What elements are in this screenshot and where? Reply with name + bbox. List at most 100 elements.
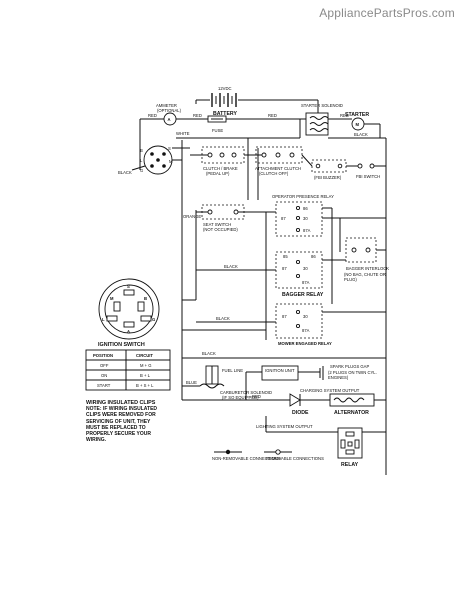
relay-pinout: RELAY	[337, 427, 363, 468]
wire-label-black-3: BLACK	[216, 316, 230, 321]
wire-label-red-1: RED	[148, 113, 157, 118]
wire-label-white-1: WHITE	[176, 131, 190, 136]
legend: NON-REMOVABLE CONNECTIONS REMOVABLE CONN…	[212, 449, 324, 461]
bagger-interlock-label: BAGGER INTERLOCK	[346, 266, 389, 271]
carburetor-solenoid-sublabel: (IF SO EQUIPPED)	[222, 395, 259, 400]
ignition-switch-top: B L G S M BLACK	[118, 145, 190, 175]
left-lower-wires	[181, 330, 247, 401]
seat-switch-sublabel: (NOT OCCUPIED)	[203, 227, 238, 232]
ammeter: AMMETER (OPTIONAL) A	[156, 103, 182, 126]
svg-text:M: M	[110, 296, 114, 301]
wire-label-black-2: BLACK	[224, 264, 238, 269]
svg-text:A: A	[168, 117, 171, 122]
clutch-brake-sublabel: (PEDAL UP)	[206, 171, 230, 176]
ignition-switch-detail: S M B L G A	[98, 278, 160, 340]
battery: 12VDC BATTERY	[196, 86, 252, 117]
operator-presence-label: OPERATOR PRESENCE RELAY	[272, 194, 334, 199]
wire-label-orange: ORANGE	[183, 214, 201, 219]
svg-text:30: 30	[303, 216, 308, 221]
svg-text:87: 87	[281, 216, 286, 221]
charging-section: CHARGING SYSTEM OUTPUT DIODE ALTERNATOR …	[246, 388, 386, 416]
lighting-system-label: LIGHTING SYSTEM OUTPUT	[256, 424, 313, 429]
svg-text:M + G: M + G	[140, 363, 152, 368]
bagger-interlock-sublabel: (NO BAG, CHUTE OR PLUG)	[344, 272, 386, 282]
black-bus-middle: BLACK	[182, 351, 386, 359]
wire-label-red-2: RED	[193, 113, 202, 118]
svg-text:87A: 87A	[303, 228, 311, 233]
wiring-note-title: WIRING INSULATED CLIPS	[86, 400, 156, 406]
svg-text:L: L	[102, 317, 105, 322]
attachment-clutch-switch: ATTACHMENT CLUTCH (CLUTCH OFF)	[244, 146, 303, 176]
clutch-brake-switch: CLUTCH / BRAKE (PEDAL UP)	[190, 146, 245, 176]
svg-text:85: 85	[283, 254, 288, 259]
svg-text:L: L	[140, 158, 143, 163]
lighting-output: LIGHTING SYSTEM OUTPUT	[256, 416, 386, 433]
svg-text:A: A	[127, 329, 130, 334]
relay-label: RELAY	[341, 462, 359, 468]
wire-label-blue: BLUE	[186, 380, 197, 385]
svg-text:87: 87	[282, 266, 287, 271]
svg-text:87: 87	[282, 314, 287, 319]
svg-text:B: B	[140, 148, 143, 153]
wire-label-red-3: RED	[268, 113, 277, 118]
svg-text:G: G	[140, 168, 143, 173]
operator-presence-relay: OPERATOR PRESENCE RELAY 86 30 87 87A	[262, 194, 386, 237]
ignition-unit: IGNITION UNIT	[246, 365, 320, 381]
svg-text:30: 30	[303, 266, 308, 271]
svg-text:B + L: B + L	[140, 373, 151, 378]
fuel-line-label: FUEL LINE	[222, 368, 243, 373]
fuse-label: FUSE	[212, 128, 223, 133]
fbi-switch-label: FBI SWITCH	[356, 174, 380, 179]
bagger-relay: 86 87 30 87A 85 BAGGER RELAY BLACK	[196, 251, 346, 298]
svg-text:POSITION: POSITION	[93, 353, 113, 358]
clutch-brake-label: CLUTCH / BRAKE	[203, 166, 238, 171]
main-buses	[139, 119, 387, 475]
bagger-relay-label: BAGGER RELAY	[282, 292, 324, 298]
relay-interconnects	[182, 208, 341, 340]
top-wires: RED RED RED RED BLACK WHITE	[140, 99, 386, 139]
svg-text:B: B	[144, 296, 147, 301]
svg-text:30: 30	[303, 314, 308, 319]
attachment-clutch-sublabel: (CLUTCH OFF)	[259, 171, 289, 176]
svg-text:S: S	[127, 284, 130, 289]
svg-text:OFF: OFF	[100, 363, 109, 368]
starter-solenoid: STARTER SOLENOID	[301, 103, 343, 136]
wire-label-black-ign: BLACK	[118, 170, 132, 175]
starter: STARTER M	[345, 112, 369, 131]
spark-plugs: SPARK PLUGS GAP (2 PLUGS ON TWIN CYL. EN…	[319, 364, 377, 380]
svg-text:86: 86	[303, 206, 308, 211]
fbi-buzzer: (FBI BUZZER)	[301, 154, 347, 180]
svg-text:87A: 87A	[302, 328, 310, 333]
seat-switch-label: SEAT SWITCH	[203, 222, 231, 227]
legend-non-removable: NON-REMOVABLE CONNECTIONS	[212, 456, 281, 461]
wire-label-red-5: RED	[252, 394, 261, 399]
spark-plugs-label: SPARK PLUGS GAP	[330, 364, 369, 369]
svg-text:B + S + L: B + S + L	[136, 383, 154, 388]
wiring-note: WIRING INSULATED CLIPS NOTE: IF WIRING I…	[86, 400, 158, 444]
svg-text:M: M	[356, 122, 360, 127]
battery-voltage: 12VDC	[218, 86, 232, 91]
wiring-note-body: NOTE: IF WIRING INSULATED CLIPS WERE REM…	[86, 406, 158, 444]
alternator-label: ALTERNATOR	[334, 410, 369, 416]
fuse: FUSE	[207, 115, 227, 133]
spark-plugs-sublabel: (2 PLUGS ON TWIN CYL. ENGINES)	[328, 370, 377, 380]
ignition-switch-title: IGNITION SWITCH	[98, 342, 145, 348]
wire-label-black-4: BLACK	[202, 351, 216, 356]
ammeter-sublabel: (OPTIONAL)	[157, 108, 182, 113]
ammeter-label: AMMETER	[156, 103, 177, 108]
ignition-switch-table: IGNITION SWITCH POSITION CIRCUIT OFF M +…	[85, 342, 171, 391]
mower-engaged-label: MOWER ENGAGED RELAY	[278, 341, 332, 346]
fbi-switch: FBI SWITCH	[346, 163, 386, 179]
seat-switch: SEAT SWITCH (NOT OCCUPIED) ORANGE	[183, 204, 262, 232]
mower-engaged-relay: 87 30 87A MOWER ENGAGED RELAY BLACK	[196, 303, 386, 346]
svg-text:M: M	[169, 159, 173, 164]
legend-removable: REMOVABLE CONNECTIONS	[266, 456, 324, 461]
starter-label: STARTER	[345, 112, 369, 118]
diode-label: DIODE	[292, 410, 309, 416]
attachment-clutch-label: ATTACHMENT CLUTCH	[255, 166, 301, 171]
fbi-buzzer-label: (FBI BUZZER)	[314, 175, 342, 180]
svg-text:S: S	[168, 146, 171, 151]
battery-label: BATTERY	[213, 111, 237, 117]
svg-text:86: 86	[311, 254, 316, 259]
